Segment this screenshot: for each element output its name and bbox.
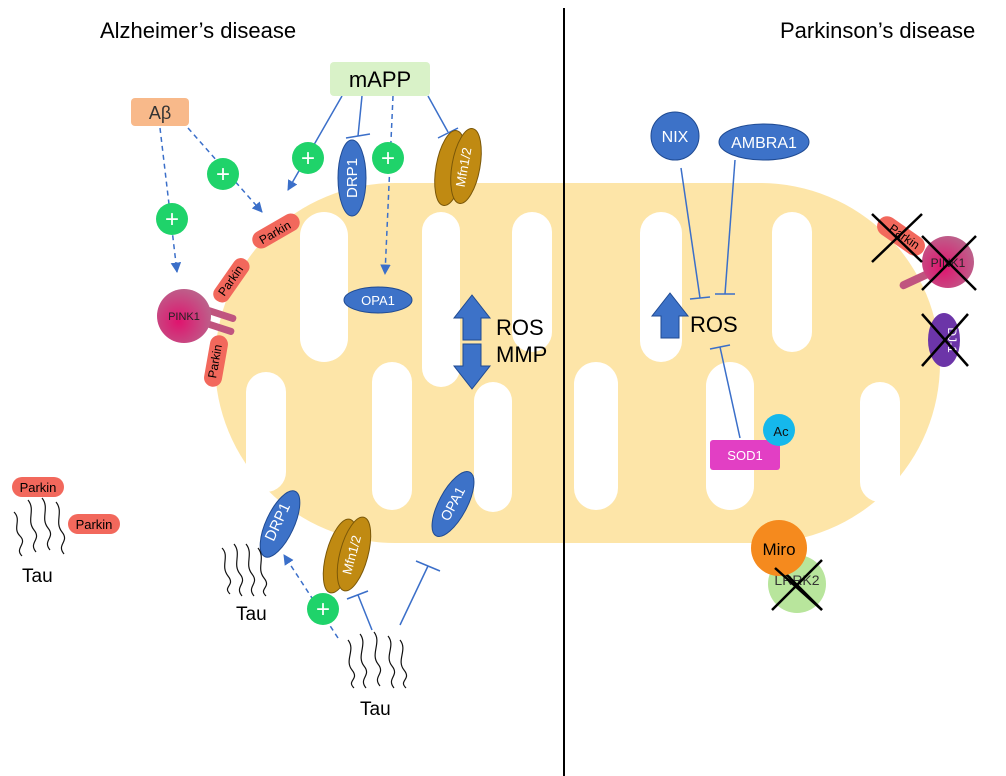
nix-protein: NIX (650, 111, 700, 161)
opa1-protein-inner: OPA1 (343, 286, 413, 314)
svg-text:+: + (216, 161, 230, 188)
svg-text:Miro: Miro (762, 540, 795, 559)
svg-text:+: + (316, 596, 330, 623)
ambra1-inhibits-ros (724, 159, 736, 295)
mapp-inhibits-mfn (427, 95, 449, 133)
pink1-protein-right: PINK1 (899, 235, 977, 291)
ros-label-left: ROS (496, 315, 544, 340)
abeta-to-pink1-arrow (159, 127, 182, 274)
svg-text:mAPP: mAPP (349, 67, 411, 92)
tau-fibrils (221, 543, 268, 597)
svg-text:AMBRA1: AMBRA1 (731, 135, 797, 152)
svg-text:+: + (165, 206, 179, 233)
drp1-protein-top: DRP1 (337, 139, 367, 217)
crista (574, 362, 618, 510)
svg-text:DRP1: DRP1 (344, 158, 361, 198)
crista (246, 372, 286, 492)
plus-icon: + (307, 593, 339, 625)
svg-text:NIX: NIX (662, 129, 689, 146)
parkin-protein-free: Parkin (12, 477, 64, 497)
cross-mark (871, 213, 923, 263)
cross-mark (771, 559, 823, 611)
svg-text:PINK1: PINK1 (168, 311, 200, 323)
tau-fibrils (13, 497, 66, 557)
inhibit-bar (437, 127, 459, 139)
inhibit-bar (346, 590, 369, 600)
plus-icon: + (372, 142, 404, 174)
inhibit-bar (345, 133, 371, 139)
sod1-protein: SOD1 (710, 440, 780, 470)
crista (706, 362, 754, 510)
tau-inhibits-mfn (357, 594, 373, 631)
crista (372, 362, 412, 510)
parkin-protein: Parkin (204, 335, 228, 387)
mapp-box: mAPP (330, 62, 430, 96)
svg-text:SOD1: SOD1 (727, 448, 762, 463)
crista (640, 212, 682, 362)
miro-protein: Miro (751, 520, 807, 576)
tau-inhibits-opa1 (399, 565, 429, 626)
ambra1-protein: AMBRA1 (718, 123, 810, 161)
crista (860, 382, 900, 502)
heading-alzheimers: Alzheimer’s disease (100, 18, 296, 43)
abeta-box: Aβ (131, 98, 189, 126)
inhibit-bar (709, 344, 731, 350)
ac-acetylation: Ac (763, 414, 795, 446)
cross-mark (921, 313, 969, 367)
svg-text:+: + (381, 145, 395, 172)
crista (474, 382, 512, 512)
svg-text:+: + (301, 145, 315, 172)
cross-mark (774, 567, 823, 611)
tau-label-far-left: Tau (22, 566, 53, 587)
svg-text:Parkin: Parkin (76, 517, 113, 532)
ros-label-right: ROS (690, 312, 738, 337)
mapp-to-opa1-arrow (380, 95, 394, 276)
mitochondrion (215, 183, 940, 543)
inhibit-bar (415, 560, 441, 572)
plus-icon: + (156, 203, 188, 235)
ros-increase-arrow-right (650, 292, 690, 339)
mapp-inhibits-drp1 (357, 95, 363, 137)
sod1-inhibits-ros (719, 346, 741, 439)
svg-text:Mfn1/2: Mfn1/2 (453, 146, 475, 188)
svg-text:OPA1: OPA1 (361, 293, 395, 308)
svg-text:Parkin: Parkin (20, 480, 57, 495)
parkinsons-connectors (680, 159, 741, 439)
crista (512, 212, 552, 352)
ros-increase-arrow (452, 294, 492, 341)
tau-label-bottom: Tau (360, 699, 391, 720)
plus-icon: + (207, 158, 239, 190)
tau-label-mid: Tau (236, 604, 267, 625)
svg-text:Ac: Ac (773, 424, 789, 439)
mapp-to-parkin-arrow (287, 95, 343, 191)
pink1-protein-left: PINK1 (157, 289, 237, 343)
tau-to-drp1-arrow (283, 554, 339, 639)
svg-text:DJ-1: DJ-1 (945, 327, 959, 353)
cross-mark (921, 235, 977, 291)
dj1-protein: DJ-1 (921, 313, 969, 367)
svg-text:Aβ: Aβ (149, 103, 171, 123)
crista (422, 212, 460, 387)
parkin-protein-right: Parkin (871, 213, 925, 263)
mfn-protein-top: Mfn1/2 (434, 127, 482, 207)
mitochondrion-cristae (246, 212, 900, 512)
mmp-label: MMP (496, 342, 547, 367)
mfn-protein-bottom: Mfn1/2 (322, 516, 372, 594)
alzheimers-connectors (159, 95, 459, 639)
mmp-decrease-arrow (452, 343, 492, 390)
parkin-protein-free: Parkin (68, 514, 120, 534)
plus-icon: + (292, 142, 324, 174)
crista (300, 212, 348, 362)
nix-inhibits-ros (680, 167, 701, 299)
heading-parkinsons: Parkinson’s disease (780, 18, 975, 43)
tau-fibrils (347, 631, 408, 689)
inhibit-bar (689, 296, 711, 300)
svg-text:Parkin: Parkin (205, 343, 225, 379)
crista (772, 212, 812, 352)
